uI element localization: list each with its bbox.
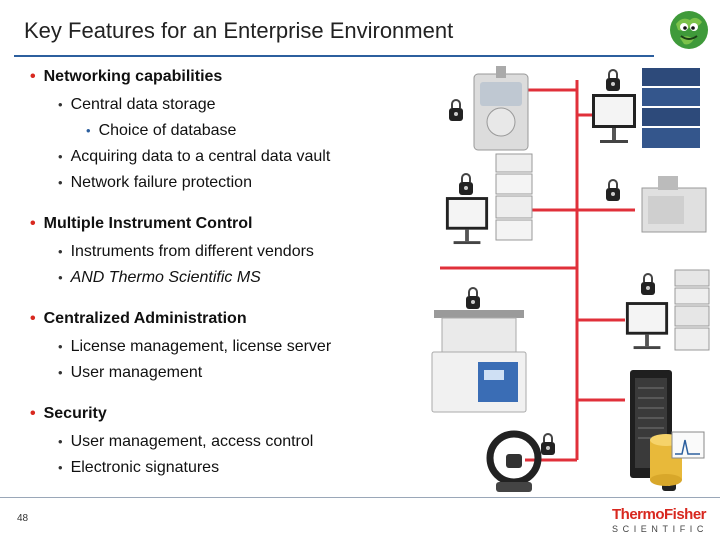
sub-bullet-text: Acquiring data to a central data vault <box>70 148 331 165</box>
sub-bullet: • User management, access control <box>58 433 313 451</box>
padlock-icon <box>606 179 620 201</box>
sub-bullet-text: Network failure protection <box>70 174 252 191</box>
slide-title: Key Features for an Enterprise Environme… <box>24 18 454 43</box>
monitor-icon <box>625 302 669 350</box>
bullet-text: Centralized Administration <box>43 310 247 327</box>
sub-bullet-text: Central data storage <box>70 96 216 113</box>
sub-bullet-text: User management, access control <box>70 433 314 450</box>
sub-bullet-marker: • <box>58 460 63 475</box>
gaming-wheel-icon <box>486 430 542 492</box>
footer-divider <box>0 497 720 498</box>
bullet-multiple-instrument-control: • Multiple Instrument Control <box>30 215 252 233</box>
chromatography-instrument-icon <box>642 68 700 148</box>
bullet-centralized-administration: • Centralized Administration <box>30 310 247 328</box>
globe-mascot-icon <box>670 11 708 49</box>
title-divider <box>14 55 654 57</box>
sub-bullet-marker: • <box>86 123 91 138</box>
autosampler-instrument-icon <box>473 66 529 151</box>
logo-line1: ThermoFisher <box>612 506 707 523</box>
sub-bullet-marker: • <box>58 270 63 285</box>
sub-bullet: • Instruments from different vendors <box>58 243 314 261</box>
sub-bullet: • AND Thermo Scientific MS <box>58 269 261 287</box>
bullet-marker: • <box>30 215 36 232</box>
padlock-icon <box>449 99 463 121</box>
chromatography-instrument-icon <box>674 269 710 351</box>
sub-bullet-marker: • <box>58 434 63 449</box>
sub-bullet: • License management, license server <box>58 338 331 356</box>
bullet-text: Security <box>43 405 107 422</box>
sub-bullet-text: AND Thermo Scientific MS <box>70 269 261 286</box>
sub-bullet: • User management <box>58 364 202 382</box>
bullet-text: Networking capabilities <box>43 68 223 85</box>
monitor-icon <box>592 94 636 143</box>
bullet-marker: • <box>30 405 36 422</box>
sub-bullet-marker: • <box>58 97 63 112</box>
sub-bullet: • Network failure protection <box>58 174 252 192</box>
sub-bullet-marker: • <box>58 149 63 164</box>
sub-bullet-marker: • <box>58 244 63 259</box>
sub-bullet: • Electronic signatures <box>58 459 219 477</box>
database-icon <box>650 431 705 486</box>
bullet-marker: • <box>30 310 36 327</box>
sub-bullet-marker: • <box>58 365 63 380</box>
padlock-icon <box>606 69 620 91</box>
sub-bullet-marker: • <box>58 175 63 190</box>
gas-chromatograph-icon <box>641 176 707 233</box>
page-number: 48 <box>17 513 29 524</box>
sub-bullet-text: Electronic signatures <box>70 459 220 476</box>
padlock-icon <box>466 287 480 309</box>
sub-sub-bullet: • Choice of database <box>86 122 236 140</box>
thermo-fisher-logo: ThermoFisher SCIENTIFIC <box>612 507 708 535</box>
mass-spectrometer-icon <box>431 310 527 413</box>
padlock-icon <box>641 273 655 295</box>
bullet-security: • Security <box>30 405 107 423</box>
sub-bullet-marker: • <box>58 339 63 354</box>
chromatography-instrument-icon <box>495 153 533 241</box>
sub-bullet-text: Choice of database <box>98 122 237 139</box>
sub-bullet-text: License management, license server <box>70 338 332 355</box>
sub-bullet-text: Instruments from different vendors <box>70 243 314 260</box>
sub-bullet: • Acquiring data to a central data vault <box>58 148 330 166</box>
padlock-icon <box>541 433 555 455</box>
network-diagram <box>440 80 635 462</box>
bullet-text: Multiple Instrument Control <box>43 215 253 232</box>
sub-bullet-text: User management <box>70 364 203 381</box>
logo-line2: SCIENTIFIC <box>612 524 709 534</box>
sub-bullet: • Central data storage <box>58 96 216 114</box>
bullet-marker: • <box>30 68 36 85</box>
padlock-icon <box>459 173 473 195</box>
bullet-networking: • Networking capabilities <box>30 68 222 86</box>
monitor-icon <box>445 197 489 245</box>
